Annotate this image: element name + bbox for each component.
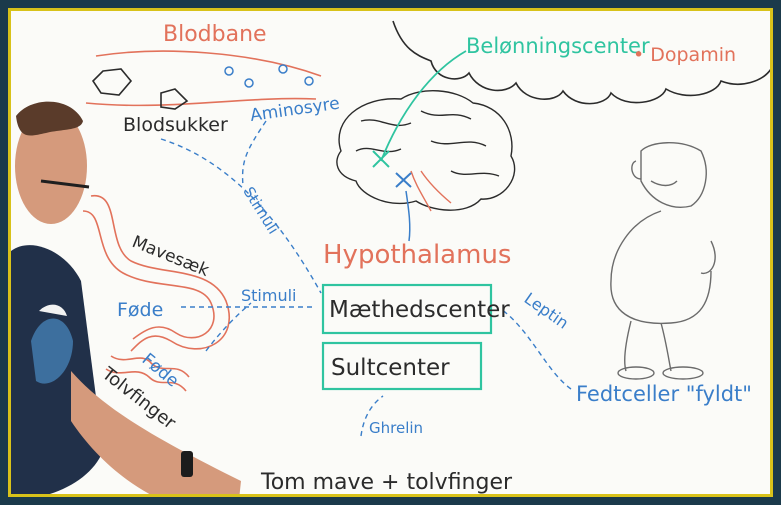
label-aminosyre: Aminosyre <box>249 94 341 126</box>
label-mavesaek: Mavesæk <box>129 232 212 281</box>
label-stimuli-top: Stimuli <box>240 184 283 238</box>
label-hypothalamus: Hypothalamus <box>323 240 511 270</box>
whiteboard-labels: Blodbane Blodsukker Aminosyre Belønnings… <box>11 11 773 497</box>
label-leptin: Leptin <box>521 289 572 333</box>
label-belonningscenter: Belønningscenter <box>466 34 650 58</box>
label-maethedscenter: Mæthedscenter <box>329 297 510 323</box>
label-blodbane: Blodbane <box>163 22 267 47</box>
label-dopamin: • Dopamin <box>633 44 736 66</box>
label-fode-2: Føde <box>138 350 183 392</box>
label-fedtceller: Fedtceller "fyldt" <box>576 382 752 406</box>
whiteboard: Blodbane Blodsukker Aminosyre Belønnings… <box>8 8 773 497</box>
label-sultcenter: Sultcenter <box>331 355 450 381</box>
label-fode-1: Føde <box>117 299 163 321</box>
label-ghrelin: Ghrelin <box>369 419 423 437</box>
label-blodsukker: Blodsukker <box>123 114 228 136</box>
label-stimuli-mid: Stimuli <box>241 286 297 305</box>
label-tom-mave: Tom mave + tolvfinger <box>260 470 513 495</box>
